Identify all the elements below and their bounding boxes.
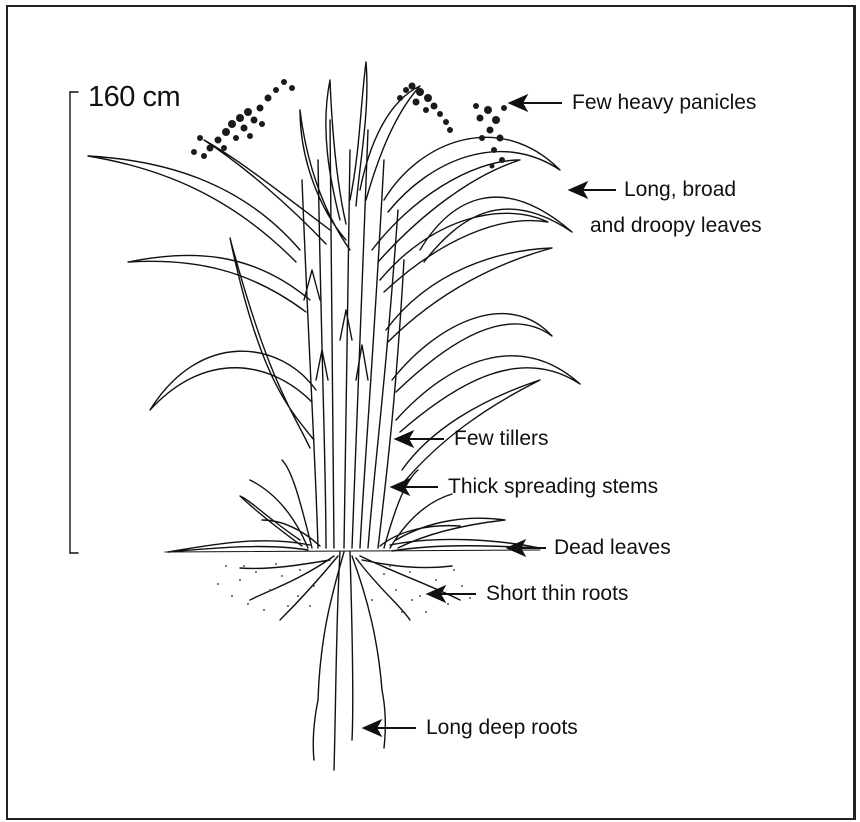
- arrow-panicles: [510, 96, 562, 110]
- panicles-drawing: [191, 79, 507, 169]
- arrows: [364, 96, 616, 735]
- arrow-tillers: [396, 432, 444, 446]
- label-panicles: Few heavy panicles: [572, 90, 756, 116]
- arrow-deep-roots: [364, 721, 416, 735]
- arrow-stems: [392, 480, 438, 494]
- height-scale-label: 160 cm: [88, 81, 180, 114]
- leaves: [88, 62, 580, 482]
- label-dead-leaves: Dead leaves: [554, 535, 671, 561]
- label-deep-roots: Long deep roots: [426, 715, 578, 741]
- soil-surface: [165, 550, 540, 552]
- label-leaves-line2: and droopy leaves: [590, 213, 762, 239]
- stems: [250, 120, 452, 548]
- label-leaves-line1: Long, broad: [624, 177, 736, 203]
- label-stems: Thick spreading stems: [448, 474, 658, 500]
- label-tillers: Few tillers: [454, 426, 549, 452]
- height-scale-bracket: [70, 92, 78, 553]
- arrow-leaves: [570, 183, 616, 197]
- label-short-roots: Short thin roots: [486, 581, 628, 607]
